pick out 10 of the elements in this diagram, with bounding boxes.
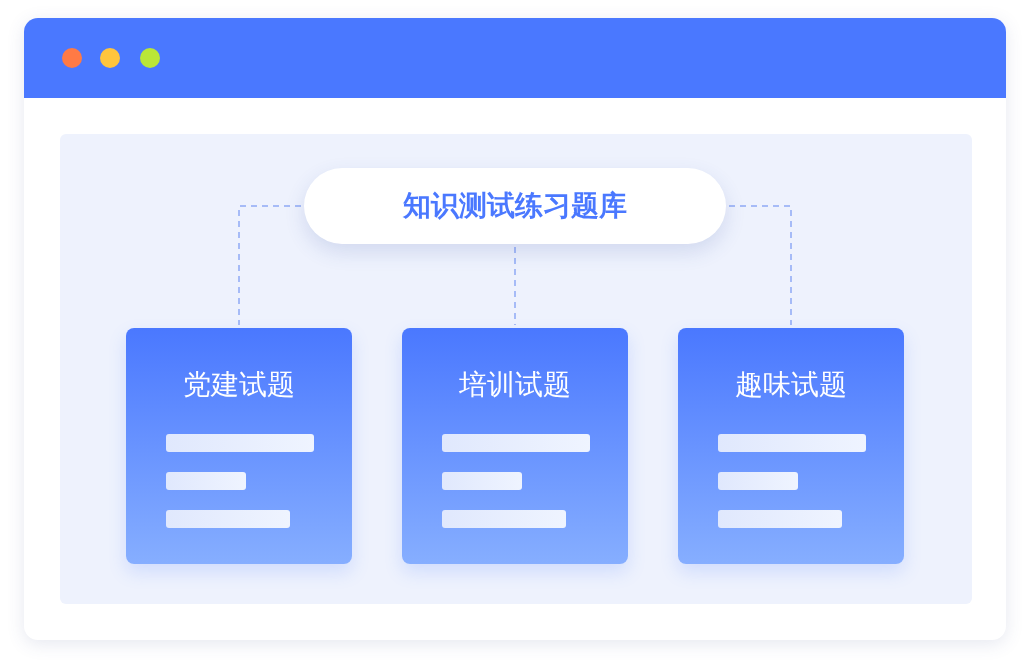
- card-title: 培训试题: [459, 367, 571, 403]
- card-title: 党建试题: [183, 367, 295, 403]
- category-card: [678, 328, 904, 564]
- connector-line: [238, 205, 302, 326]
- connector-line: [728, 205, 792, 326]
- card-title: 趣味试题: [735, 367, 847, 403]
- category-card: [402, 328, 628, 564]
- connector-line: [514, 246, 516, 326]
- category-card: [126, 328, 352, 564]
- topic-pill: 知识测试练习题库: [304, 168, 726, 244]
